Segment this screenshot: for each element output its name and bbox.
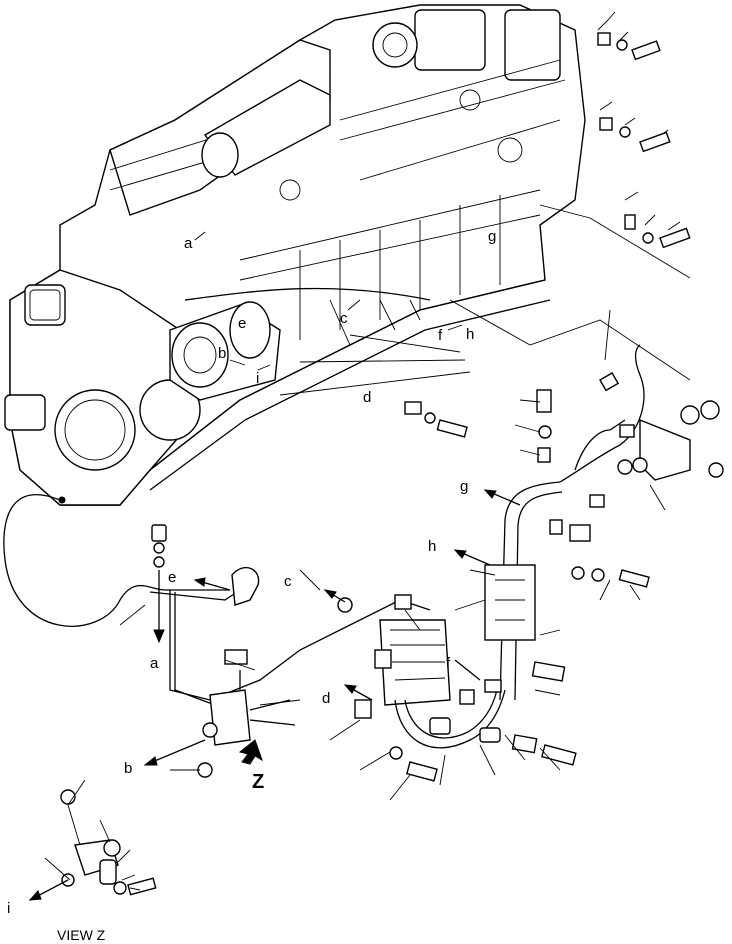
bolt-stack-top [597,11,661,61]
view-z-detail [28,779,157,901]
callout-d-upper: d [363,389,371,406]
callout-a-lower: a [150,655,159,672]
callout-b-lower: b [124,760,132,777]
callout-f-upper: f [438,327,443,344]
callout-d-lower: d [322,690,330,707]
callout-i-view-z: i [7,900,10,917]
callout-i-upper: i [256,370,259,387]
callout-g-lower: g [460,478,468,495]
view-z-marker: Z [252,771,264,793]
bolt-stack-lower [624,191,691,249]
callout-g-upper: g [488,228,496,245]
callout-e-lower: e [168,569,176,586]
engine-block [4,4,586,506]
callout-b-upper: b [218,345,226,362]
callout-f-lower: f [446,655,451,672]
view-z-label: VIEW Z [57,927,106,943]
wiring-harness [3,309,724,801]
callout-a-upper: a [184,235,193,252]
callout-e-upper: e [238,315,246,332]
callout-h-upper: h [466,326,474,343]
callout-c-lower: c [284,573,292,590]
callout-c-upper: c [340,310,348,327]
bolt-stack-middle [599,101,671,153]
callout-h-lower: h [428,538,436,555]
